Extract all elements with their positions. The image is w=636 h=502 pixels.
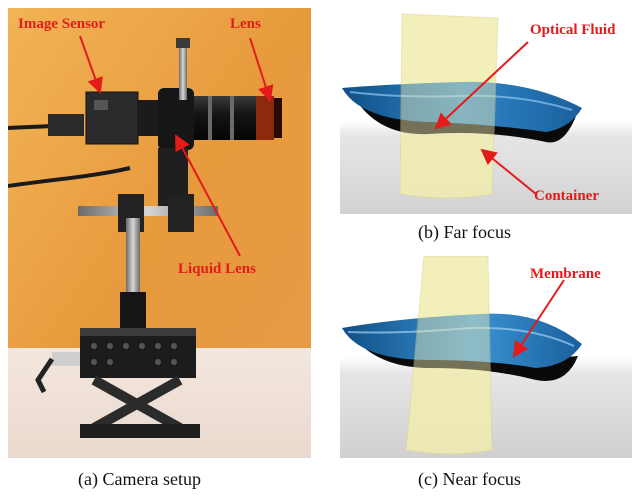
membrane-arrow [512,279,565,358]
camera-setup-illustration [8,8,311,458]
optical-fluid-label: Optical Fluid [530,22,616,38]
caption-far-focus: (b) Far focus [418,222,511,242]
liquid-lens-arrow [175,134,241,257]
liquid-lens-label: Liquid Lens [178,261,256,277]
annotation-arrows-b [434,41,537,195]
image-sensor-arrow [79,35,103,94]
container-arrow [480,148,537,195]
far-focus-illustration [340,8,632,214]
caption-camera-setup: (a) Camera setup [78,469,201,489]
annotation-arrows-c [512,279,565,358]
camera-setup-photo [8,8,311,458]
container-label: Container [534,188,599,204]
lens-label: Lens [230,16,261,32]
optical-fluid-arrow [434,41,529,130]
near-focus-diagram [340,256,632,458]
near-focus-illustration [340,256,632,458]
membrane-label: Membrane [530,266,601,282]
annotation-arrows-a [79,35,274,257]
image-sensor-label: Image Sensor [18,16,106,32]
far-focus-diagram [340,8,632,214]
lens-arrow [249,37,274,102]
caption-near-focus: (c) Near focus [418,469,521,489]
